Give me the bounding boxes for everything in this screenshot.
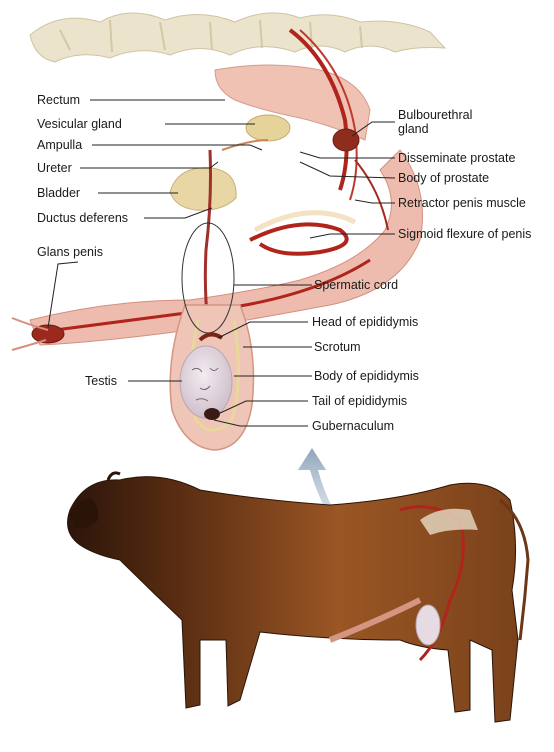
bladder-shape	[170, 168, 236, 211]
label-bulbourethral-line1: Bulbourethral	[398, 108, 472, 122]
testis-shape	[180, 346, 232, 418]
vesicular-gland-shape	[246, 115, 290, 141]
label-head-of-epididymis: Head of epididymis	[312, 315, 418, 329]
label-ductus-deferens: Ductus deferens	[37, 211, 128, 225]
label-ampulla: Ampulla	[37, 138, 82, 152]
label-testis: Testis	[85, 374, 117, 388]
label-bulbourethral-gland: Bulbourethral gland	[398, 108, 472, 136]
label-rectum: Rectum	[37, 93, 80, 107]
label-body-of-epididymis: Body of epididymis	[314, 369, 419, 383]
label-ureter: Ureter	[37, 161, 72, 175]
bulbourethral-gland-shape	[333, 129, 359, 151]
label-bladder: Bladder	[37, 186, 80, 200]
label-glans-penis: Glans penis	[37, 245, 103, 259]
label-vesicular-gland: Vesicular gland	[37, 117, 122, 131]
label-retractor-penis-muscle: Retractor penis muscle	[398, 196, 526, 210]
label-gubernaculum: Gubernaculum	[312, 419, 394, 433]
label-bulbourethral-line2: gland	[398, 122, 472, 136]
rectum-shape	[215, 30, 370, 200]
label-sigmoid-flexure: Sigmoid flexure of penis	[398, 227, 531, 241]
label-body-of-prostate: Body of prostate	[398, 171, 489, 185]
label-tail-of-epididymis: Tail of epididymis	[312, 394, 407, 408]
label-disseminate-prostate: Disseminate prostate	[398, 151, 515, 165]
bull-illustration	[68, 473, 528, 722]
label-scrotum: Scrotum	[314, 340, 361, 354]
tail-of-epididymis-shape	[204, 408, 220, 420]
vertebral-column	[30, 13, 445, 62]
label-spermatic-cord: Spermatic cord	[314, 278, 398, 292]
